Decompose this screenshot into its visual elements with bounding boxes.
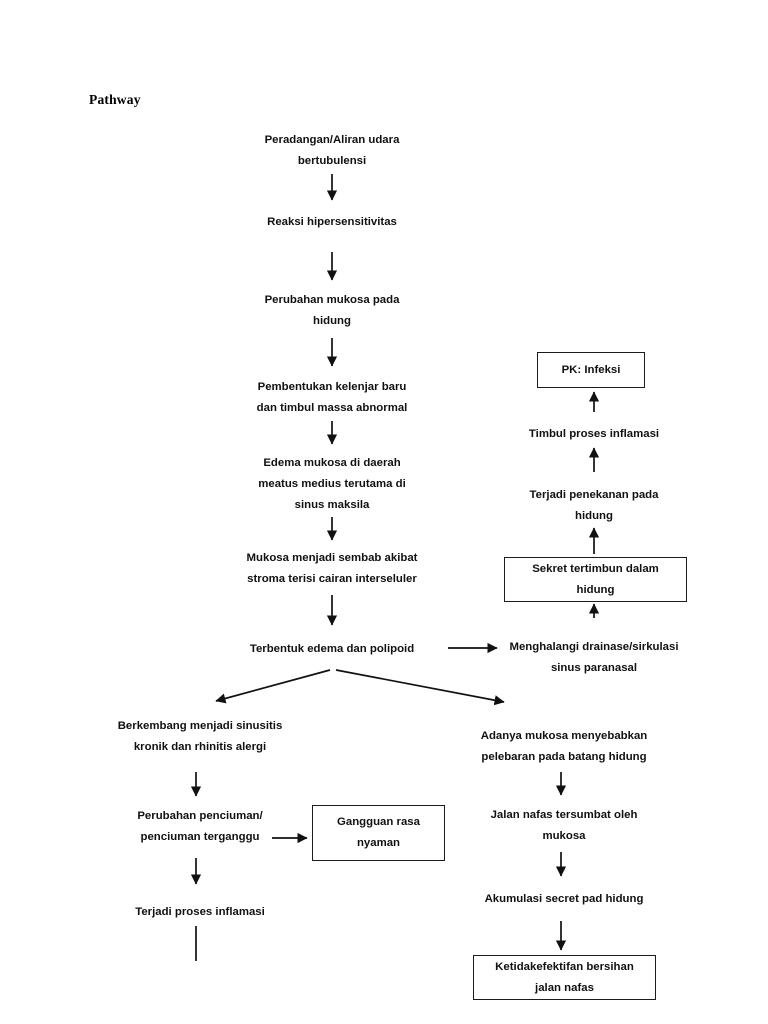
node-perubahan-penciuman: Perubahan penciuman/ penciuman terganggu [137, 810, 263, 843]
node-reaksi-hipersensitivitas: Reaksi hipersensitivitas [267, 216, 397, 228]
node-terjadi-proses-inflamasi-kiri: Terjadi proses inflamasi [135, 906, 265, 918]
node-akumulasi-secret-pad-hidung: Akumulasi secret pad hidung [484, 893, 644, 905]
node-box-pk-infeksi: PK: Infeksi [537, 352, 645, 388]
node-box-sekret-tertimbun-dalam-hidung: Sekret tertimbun dalam hidung [504, 557, 687, 602]
node-adanya-mukosa-menyebabkan: Adanya mukosa menyebabkan pelebaran pada… [480, 730, 648, 763]
edge-n7-n13 [215, 669, 331, 704]
node-timbul-proses-inflamasi: Timbul proses inflamasi [528, 428, 660, 440]
page-title: Pathway [89, 92, 141, 107]
edge-n7-n17 [335, 669, 505, 706]
node-berkembang-menjadi-sinusitis: Berkembang menjadi sinusitis kronik dan … [117, 720, 283, 753]
node-terjadi-penekanan-pada-hidung: Terjadi penekanan pada hidung [529, 489, 659, 522]
node-box-ketidakefektifan-bersihan-jalan-nafas: Ketidakefektifan bersihan jalan nafas [473, 955, 656, 1000]
node-pembentukan-kelenjar-baru: Pembentukan kelenjar baru dan timbul mas… [256, 381, 408, 414]
node-mukosa-menjadi-sembab: Mukosa menjadi sembab akibat stroma teri… [246, 552, 418, 585]
node-box-gangguan-rasa-nyaman: Gangguan rasa nyaman [312, 805, 445, 861]
node-jalan-nafas-tersumbat: Jalan nafas tersumbat oleh mukosa [490, 809, 638, 842]
node-edema-mukosa-meatus-medius: Edema mukosa di daerah meatus medius ter… [258, 457, 406, 511]
node-perubahan-mukosa-pada-hidung: Perubahan mukosa pada hidung [264, 294, 400, 327]
node-peradangan-aliran-udara: Peradangan/Aliran udara bertubulensi [264, 134, 400, 167]
node-menghalangi-drainase-sirkulasi: Menghalangi drainase/sirkulasi sinus par… [509, 641, 679, 674]
node-terbentuk-edema-dan-polipoid: Terbentuk edema dan polipoid [249, 643, 415, 655]
